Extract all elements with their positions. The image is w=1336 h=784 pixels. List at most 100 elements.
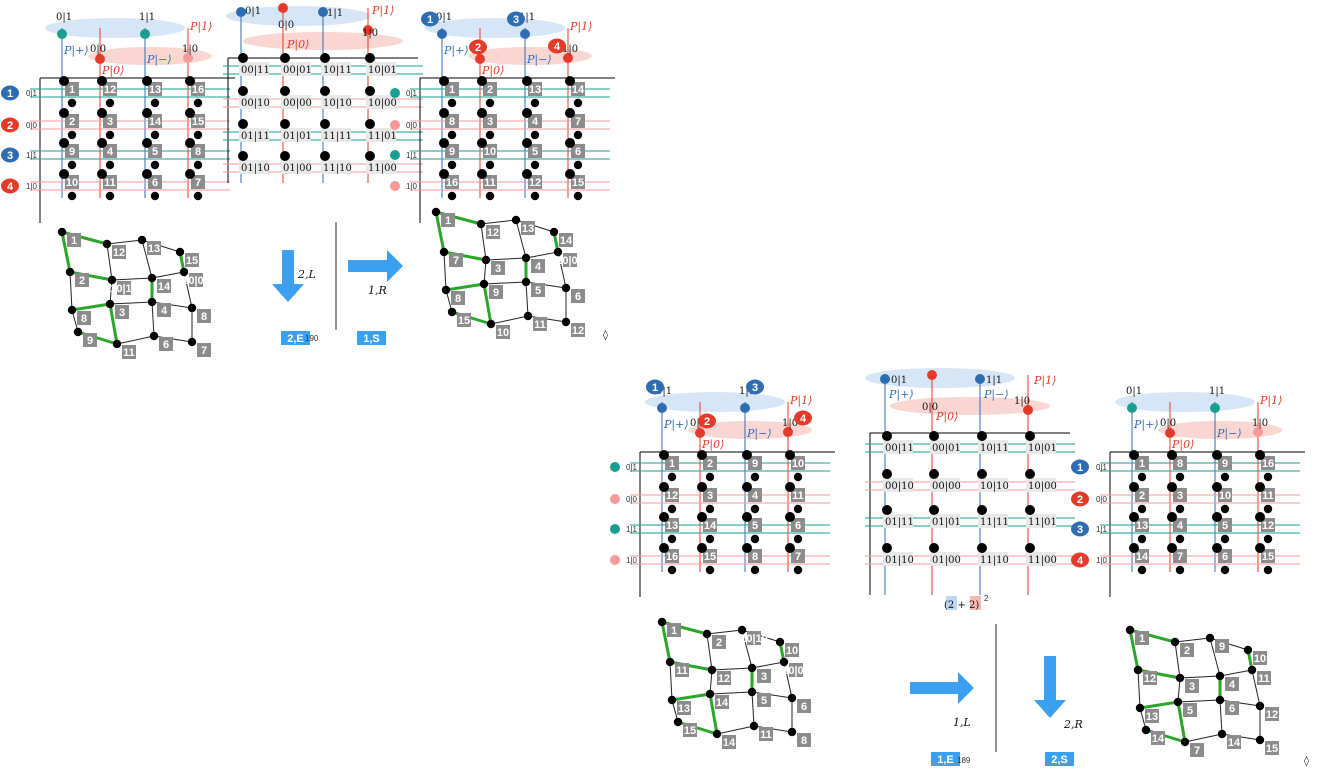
number-square [191,144,205,158]
number-square-label: 11 [1262,490,1274,502]
number-square-label: 6 [801,701,807,713]
number-square-label: 4 [161,305,168,317]
pair-label: 00|11 [241,65,270,76]
node-dot [882,469,892,479]
number-square [703,549,717,563]
number-square [1218,456,1232,470]
node-dot [365,86,375,96]
number-square-label: 13 [1136,520,1148,532]
node-dot [320,86,330,96]
circle-badge [1,117,19,133]
number-square [528,82,542,96]
pair-label: 11|01 [1028,517,1057,528]
number-square [483,175,497,189]
pair-label: 10|00 [1028,481,1057,492]
tag-label: 2,E [287,333,304,345]
qubit-ball [610,524,620,534]
qubit-ball [437,29,447,39]
node-dot [793,472,803,482]
circle-badge [794,410,812,426]
number-square-label: 13 [529,84,541,96]
number-square [1135,488,1149,502]
number-square-label: 13 [666,520,678,532]
number-square-label: 9 [493,287,499,299]
number-square-label: 8 [801,735,807,747]
number-square-label: 10 [1254,653,1266,665]
number-square-label: 12 [529,177,541,189]
node-dot [477,76,487,86]
node-dot [447,191,457,201]
qubit-ball [183,53,193,63]
node-dot [142,76,152,86]
pair-box [930,514,960,528]
graph-edge [1184,733,1223,743]
graph-edge [151,301,155,337]
pair-box [239,128,269,142]
number-square [571,144,585,158]
tag-label: 1,S [363,333,380,345]
number-square [445,114,459,128]
pair-box [930,440,960,454]
circle-badge [1071,552,1089,568]
graph-edge [783,661,793,699]
number-square-label: 2 [716,637,722,649]
qubit-ball [318,7,328,17]
node-dot [1175,534,1185,544]
node-dot [659,482,669,492]
number-square-label: 14 [572,84,585,96]
number-square [748,456,762,470]
graph-edge [557,251,567,289]
pair-box [366,128,396,142]
pair-box [239,160,269,174]
graph-edge [71,302,111,312]
number-square-label: 1 [69,84,75,96]
node-dot [530,191,540,201]
node-dot [929,431,939,441]
number-square-label: 10 [786,645,798,657]
pair-label: 00|10 [241,98,270,109]
graph-edge [69,271,73,311]
circle-badge-label: 4 [554,41,561,53]
number-square [703,456,717,470]
pair-box [883,552,913,566]
number-square [1261,456,1275,470]
blue-ellipse [45,18,185,38]
node-dot [750,534,760,544]
projector-label: P|1⟩ [569,20,592,34]
pair-box [281,62,311,76]
pair-box [930,552,960,566]
graph-edge [480,223,487,261]
graph-edge [60,231,72,273]
number-square-label: 13 [1146,711,1158,723]
graph-edge [1174,641,1181,679]
projector-label: P|−⟩ [983,388,1009,402]
diamond-symbol: ◊ [603,329,608,341]
number-square-label: 10|00 [182,275,210,287]
state-label: 0|1 [656,386,672,397]
pair-label: 11|11 [980,517,1009,528]
state-label: 0|0 [90,44,106,55]
pair-box [321,128,351,142]
qubit-ball [880,374,890,384]
number-square [1190,743,1204,757]
qubit-ball [1127,403,1137,413]
number-square-label: 12 [1144,673,1156,685]
number-square [147,241,161,255]
pair-label: 11|11 [323,131,352,142]
node-dot [447,160,457,170]
tag-number: 189 [957,756,971,765]
label: 1|1 [986,375,1002,386]
number-square [521,221,535,235]
number-square [1261,549,1275,563]
node-dot [697,482,707,492]
graph-edge [106,243,113,281]
node-dot [573,191,583,201]
node-dot [565,76,575,86]
pair-label: 00|00 [283,98,312,109]
state-label: 1|0 [562,44,578,55]
node-dot [150,130,160,140]
node-dot [439,138,449,148]
number-square-label: 12 [1262,520,1274,532]
pair-label: 11|10 [323,163,352,174]
qubit-ball [363,25,373,35]
